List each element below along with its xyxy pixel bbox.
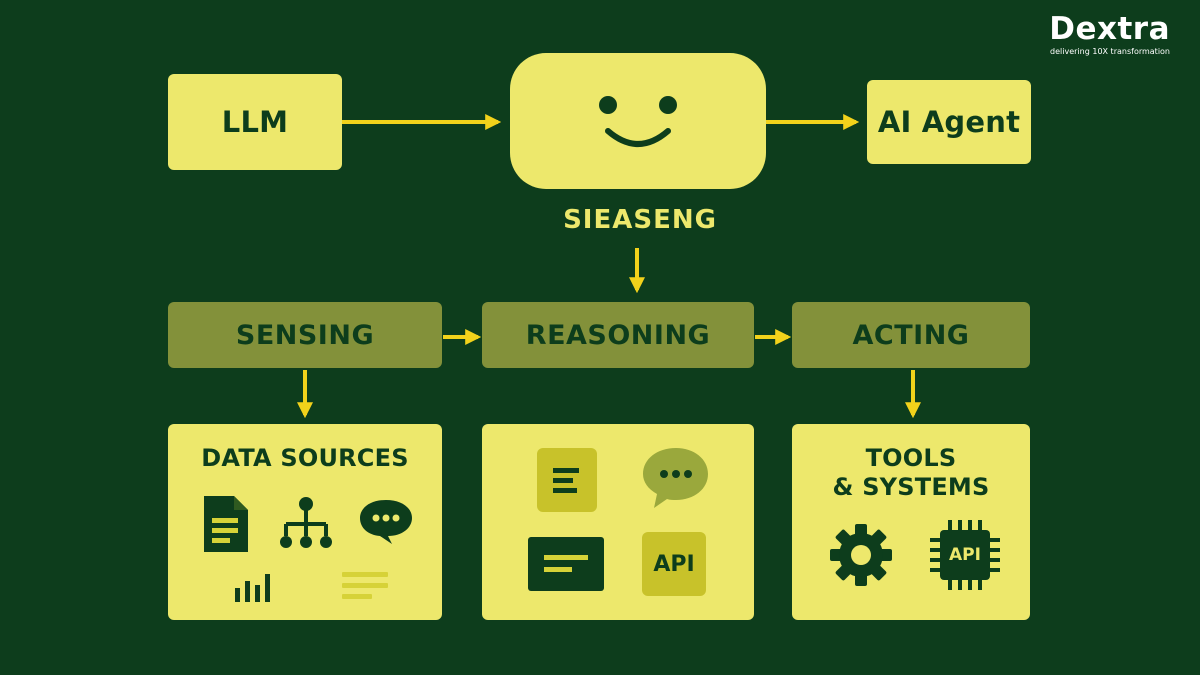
message-icon — [544, 555, 588, 572]
chip-icon: API — [928, 518, 1002, 592]
center-caption: SIEASENG — [563, 205, 717, 235]
reasoning-label: REASONING — [525, 319, 711, 351]
assistant-face-box — [510, 53, 766, 189]
chat-bubble-icon — [643, 448, 708, 508]
brand-name: Dextra — [1049, 11, 1170, 47]
bar-chart-icon — [235, 574, 270, 602]
chip-label: API — [949, 545, 981, 565]
api-tile: API — [642, 532, 706, 596]
reasoning-box: REASONING — [482, 302, 754, 368]
text-lines-icon — [553, 468, 579, 493]
ai-agent-label: AI Agent — [877, 105, 1021, 139]
data-sources-title: DATA SOURCES — [201, 444, 409, 472]
acting-box: ACTING — [792, 302, 1030, 368]
smiley-face-icon — [599, 96, 677, 147]
text-lines-tile — [537, 448, 597, 512]
document-icon — [204, 496, 248, 552]
brand-logo: Dextra delivering 10X transformation — [1049, 11, 1170, 57]
reasoning-panel: API — [482, 424, 754, 620]
sensing-label: SENSING — [235, 319, 375, 351]
chat-bubble-icon — [360, 500, 412, 544]
message-tile — [528, 537, 604, 591]
hierarchy-icon — [280, 497, 332, 548]
ai-agent-box: AI Agent — [867, 80, 1031, 164]
tools-title-line1: TOOLS — [865, 444, 957, 472]
api-label: API — [653, 551, 695, 577]
llm-box: LLM — [168, 74, 342, 170]
text-lines-icon — [342, 572, 388, 599]
acting-label: ACTING — [852, 319, 970, 351]
gear-icon — [830, 524, 892, 586]
llm-label: LLM — [221, 105, 289, 139]
data-sources-panel: DATA SOURCES — [168, 424, 442, 620]
tools-systems-panel: TOOLS & SYSTEMS API — [792, 424, 1030, 620]
tools-title-line2: & SYSTEMS — [832, 473, 990, 501]
sensing-box: SENSING — [168, 302, 442, 368]
brand-tagline: delivering 10X transformation — [1050, 47, 1170, 56]
tools-systems-title: TOOLS & SYSTEMS — [792, 444, 1030, 502]
